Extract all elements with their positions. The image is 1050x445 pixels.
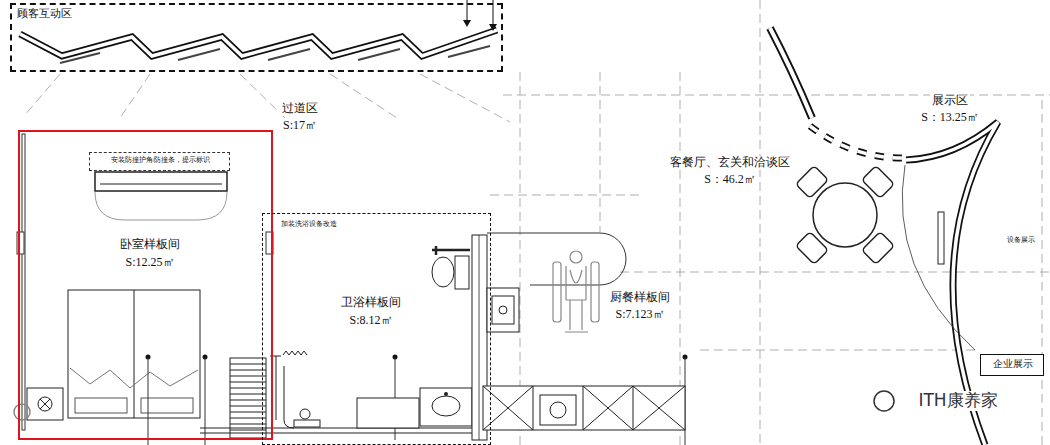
pipe (270, 356, 294, 428)
display-arc-inner (770, 28, 812, 118)
area-size: S:17㎡ (281, 119, 319, 133)
marker-dots (146, 355, 688, 360)
legs (565, 300, 588, 332)
display-arc (770, 28, 812, 118)
head (570, 251, 582, 263)
grid-line (25, 74, 510, 122)
room-area: S:7.123㎡ (613, 308, 666, 322)
faucet (444, 392, 448, 396)
basin-bowl (432, 396, 460, 416)
display-wall-inner (20, 30, 497, 56)
zone-title: 企业展示 (993, 358, 1033, 370)
watermark: ITH康养家 (916, 391, 999, 411)
pillow (75, 398, 127, 413)
grab-bar (432, 246, 470, 255)
room-highlight-box: 卧室样板间 S:12.25㎡ 安装防撞护角/防撞条，提示标识 (18, 130, 273, 440)
room-area: S:8.12㎡ (349, 314, 392, 328)
sliding-panel (938, 212, 944, 264)
sink-drain (499, 306, 507, 314)
area-size: S：46.2㎡ (702, 173, 758, 187)
wall-line (479, 235, 480, 440)
washer (540, 395, 576, 425)
air-conditioner (95, 172, 227, 191)
wheel (591, 262, 599, 322)
wheelchair-user (553, 251, 599, 332)
ac-line (100, 184, 222, 185)
note-text: 加装洗浴设备改造 (281, 220, 337, 228)
room-area: S:12.25㎡ (125, 256, 174, 270)
shower-base (294, 420, 320, 427)
watermark-icon (874, 391, 894, 411)
wall (22, 134, 25, 430)
bed-line (134, 290, 135, 418)
grid-line (490, 0, 1050, 445)
lamp (38, 397, 52, 411)
grid-lines (25, 0, 1050, 445)
leader-line (148, 357, 685, 445)
arrow-head (463, 20, 471, 27)
area-size: S：13.25㎡ (919, 111, 981, 125)
display-light (60, 46, 490, 63)
heater (283, 351, 307, 355)
washbasin (420, 388, 472, 426)
nightstand (27, 388, 63, 420)
ac-airflow (95, 192, 227, 220)
body (566, 266, 586, 300)
area-name: 客餐厅、玄关和洽谈区 (668, 156, 792, 170)
lamp-cross (40, 399, 50, 409)
washer-door (550, 402, 566, 418)
room-box: 加装洗浴设备改造卫浴样板间 S:8.12㎡ (262, 213, 491, 445)
wall (200, 428, 485, 433)
note-box: 安装防撞护角/防撞条，提示标识 (89, 152, 230, 171)
blanket (70, 368, 198, 388)
note-text: 安装防撞护角/防撞条，提示标识 (111, 156, 211, 164)
room-name: 卧室样板间 (120, 238, 180, 252)
toilet-tank (455, 256, 469, 289)
chairs (796, 166, 895, 265)
counter (483, 386, 685, 430)
toilet-bowl (432, 257, 454, 287)
pillow (141, 398, 193, 413)
sink-bowl (492, 296, 514, 324)
shower-valve (300, 409, 310, 419)
room-name: 厨餐样板间 (608, 291, 672, 305)
zone-box: 顾客互动区 (10, 3, 503, 72)
area-name: 过道区 (280, 102, 320, 116)
watermark-icon (14, 404, 30, 420)
area-name: 设备展示 (1005, 236, 1037, 244)
zone-box: 企业展示 (980, 354, 1044, 376)
radiator-fin (230, 364, 266, 430)
door-swing (902, 165, 975, 350)
bed (68, 290, 200, 418)
wheel (553, 262, 561, 322)
room-name: 卫浴样板间 (341, 296, 401, 310)
kitchen-sink (487, 288, 519, 332)
area-name: 展示区 (930, 94, 970, 108)
cabinet-lines (483, 386, 685, 430)
display-segments-inner (810, 126, 902, 158)
radiator (230, 358, 266, 438)
low-table (357, 398, 419, 428)
round-table (813, 183, 877, 247)
zone-title: 顾客互动区 (17, 7, 72, 20)
arrow-head (489, 24, 497, 31)
display-segments (810, 126, 902, 158)
display-wall (20, 30, 497, 56)
kitchen-outline (487, 233, 626, 285)
